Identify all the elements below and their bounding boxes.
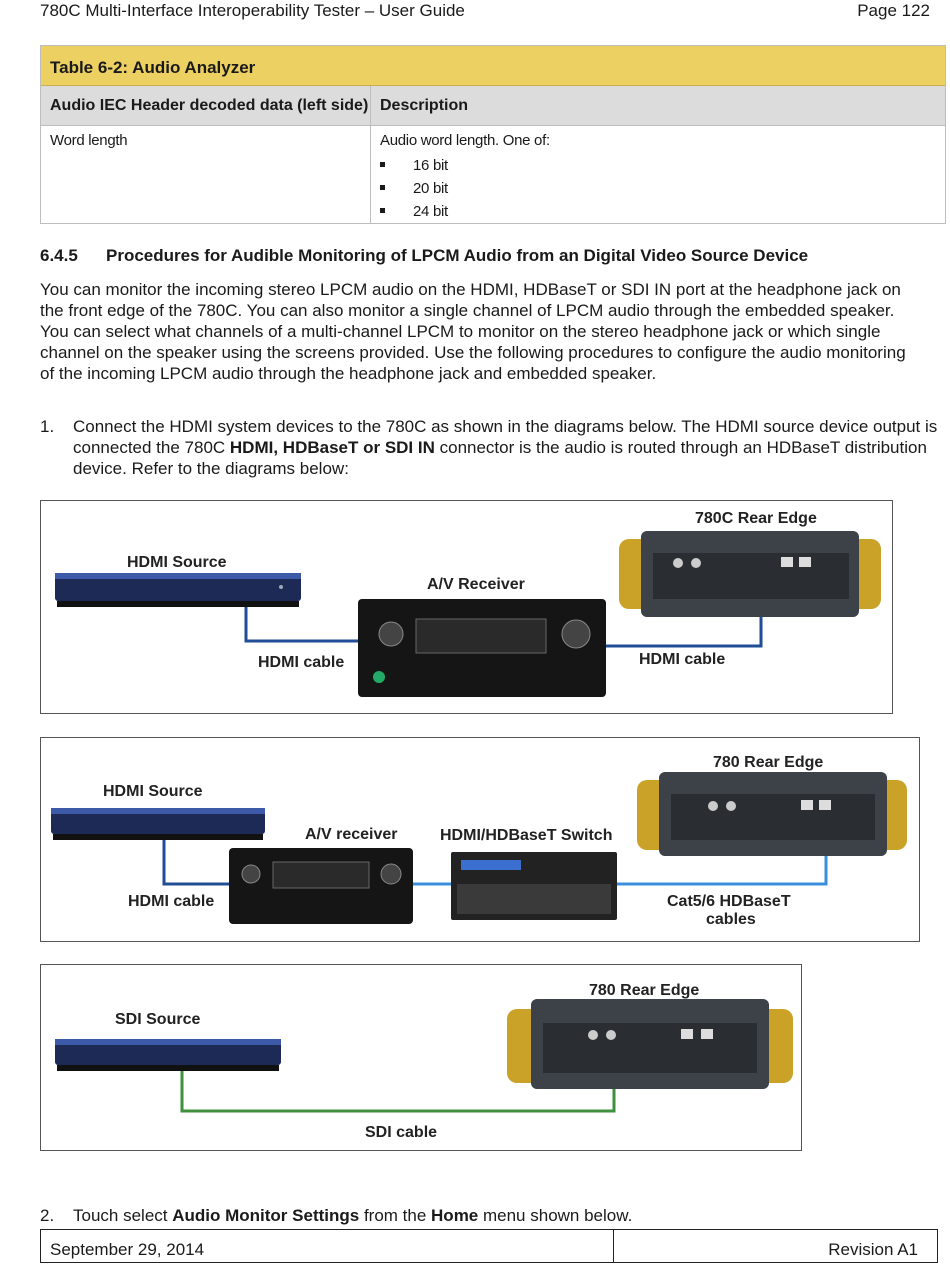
source-label: HDMI Source xyxy=(103,783,203,800)
page-number: Page 122 xyxy=(857,1,930,20)
step-number: 1. xyxy=(40,417,55,436)
rear-edge-label: 780 Rear Edge xyxy=(589,982,699,999)
list-item: 20 bit xyxy=(380,177,945,200)
diagram-hdmi-av-receiver: HDMI Source A/V Receiver 780C Rear Edge … xyxy=(40,500,893,714)
receiver-label: A/V receiver xyxy=(305,826,398,843)
cable-label: Cat5/6 HDBaseT xyxy=(667,893,791,910)
bluray-player-icon xyxy=(55,573,301,607)
bluray-player-icon xyxy=(55,1039,281,1071)
step-1: 1. Connect the HDMI system devices to th… xyxy=(40,416,940,479)
step-text-part: from the xyxy=(359,1206,432,1225)
receiver-label: A/V Receiver xyxy=(427,576,525,593)
diagram-hdmi-hdbaset-switch: HDMI Source A/V receiver HDMI/HDBaseT Sw… xyxy=(40,737,920,942)
table-cell-label: Word length xyxy=(41,126,371,223)
footer-revision: Revision A1 xyxy=(828,1240,918,1259)
step-text: Connect the HDMI system devices to the 7… xyxy=(73,416,940,479)
table-header-col1: Audio IEC Header decoded data (left side… xyxy=(41,86,371,125)
cable-label: HDMI cable xyxy=(258,654,344,671)
bluray-player-icon xyxy=(51,808,265,840)
source-label: HDMI Source xyxy=(127,554,227,571)
audio-analyzer-table: Table 6-2: Audio Analyzer Audio IEC Head… xyxy=(40,45,946,224)
av-receiver-icon xyxy=(229,848,413,924)
footer-date: September 29, 2014 xyxy=(41,1230,614,1262)
body-paragraph: You can monitor the incoming stereo LPCM… xyxy=(40,280,906,383)
rear-edge-label: 780C Rear Edge xyxy=(695,510,817,527)
document-title: 780C Multi-Interface Interoperability Te… xyxy=(40,1,465,20)
step-text: Touch select Audio Monitor Settings from… xyxy=(73,1206,632,1226)
table-cell-description: Audio word length. One of: 16 bit 20 bit… xyxy=(371,126,945,223)
table-row: Word length Audio word length. One of: 1… xyxy=(41,126,945,223)
step-text-part: Connect the HDMI system devices to the 7… xyxy=(73,417,938,457)
page-footer: September 29, 2014 Revision A1 xyxy=(40,1229,938,1263)
cable-label: cables xyxy=(706,911,756,928)
av-receiver-icon xyxy=(358,599,606,697)
section-heading: 6.4.5 Procedures for Audible Monitoring o… xyxy=(40,246,808,266)
bit-options-list: 16 bit 20 bit 24 bit xyxy=(380,154,945,223)
connector-name: HDMI, HDBaseT or SDI IN xyxy=(229,438,435,457)
step-text-part: Touch select xyxy=(73,1206,173,1225)
table-header-col2: Description xyxy=(380,97,469,114)
tester-780c-icon xyxy=(619,531,881,617)
hdmi-cable-line xyxy=(162,836,231,886)
hdmi-switch-icon xyxy=(451,852,617,920)
rear-edge-label: 780 Rear Edge xyxy=(713,754,823,771)
table-header-row: Audio IEC Header decoded data (left side… xyxy=(41,86,945,126)
switch-label: HDMI/HDBaseT Switch xyxy=(440,827,612,844)
list-item: 24 bit xyxy=(380,200,945,223)
diagram-sdi: SDI Source 780 Rear Edge SDI cable xyxy=(40,964,802,1151)
step-text-part: menu shown below. xyxy=(478,1206,633,1225)
menu-name: Home xyxy=(431,1206,479,1225)
step-2: 2. Touch select Audio Monitor Settings f… xyxy=(40,1206,632,1226)
cable-label: HDMI cable xyxy=(128,893,214,910)
source-label: SDI Source xyxy=(115,1011,200,1028)
description-text: Audio word length. One of: xyxy=(380,132,550,149)
list-item: 16 bit xyxy=(380,154,945,177)
hdmi-cable-line xyxy=(244,602,361,643)
step-number: 2. xyxy=(40,1206,55,1225)
menu-item-name: Audio Monitor Settings xyxy=(172,1206,360,1225)
cable-label: HDMI cable xyxy=(639,651,725,668)
cable-label: SDI cable xyxy=(365,1124,437,1141)
section-number: 6.4.5 xyxy=(40,246,78,265)
step-text-part: connector is the audio is routed through… xyxy=(73,438,927,478)
section-title: Procedures for Audible Monitoring of LPC… xyxy=(106,246,809,265)
tester-780-icon xyxy=(637,772,907,856)
tester-780-icon xyxy=(507,999,793,1089)
table-caption: Table 6-2: Audio Analyzer xyxy=(41,46,945,86)
